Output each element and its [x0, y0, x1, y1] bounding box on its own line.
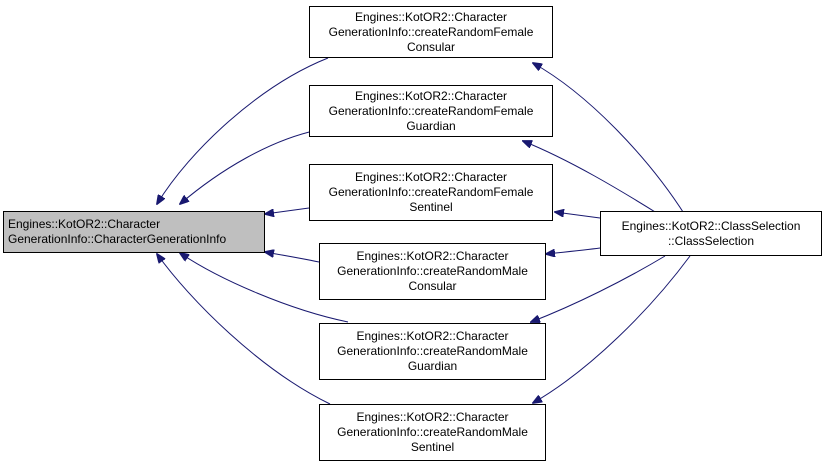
node-create-random-female-guardian[interactable]: Engines::KotOR2::Character GenerationInf… — [309, 85, 553, 137]
node-label-line: Engines::KotOR2::Character — [354, 88, 508, 103]
node-label-line: Guardian — [406, 118, 456, 133]
node-label-line: Engines::KotOR2::Character — [354, 170, 508, 184]
edge-female-sentinel-to-root — [265, 207, 310, 214]
node-label-line: GenerationInfo::createRandomMale — [337, 425, 528, 439]
node-label-line: Guardian — [407, 359, 458, 373]
node-label-line: GenerationInfo::createRandomMale — [337, 344, 528, 358]
edge-class-selection-to-female-guardian — [523, 141, 661, 216]
node-create-random-female-consular[interactable]: Engines::KotOR2::Character GenerationInf… — [309, 6, 553, 58]
edge-class-selection-to-female-consular — [533, 63, 686, 216]
edge-class-selection-to-female-sentinel — [555, 212, 601, 219]
node-label-line: Consular — [406, 39, 456, 54]
edge-class-selection-to-male-consular — [546, 247, 601, 254]
node-label-line: Engines::KotOR2::Character — [356, 410, 509, 424]
node-create-random-female-sentinel[interactable]: Engines::KotOR2::Character GenerationInf… — [309, 164, 553, 221]
node-class-selection-constructor[interactable]: Engines::KotOR2::ClassSelection ::ClassS… — [600, 211, 822, 256]
node-label-line: ::ClassSelection — [667, 233, 755, 248]
node-label-line: Engines::KotOR2::Character — [354, 9, 508, 24]
node-label-line: GenerationInfo::createRandomFemale — [328, 24, 534, 39]
node-label-line: GenerationInfo::createRandomFemale — [328, 103, 534, 118]
node-label-line: GenerationInfo::createRandomMale — [337, 264, 528, 278]
edge-class-selection-to-male-sentinel — [533, 255, 691, 403]
node-character-generation-info-constructor[interactable]: Engines::KotOR2::Character GenerationInf… — [3, 211, 265, 253]
node-create-random-male-consular[interactable]: Engines::KotOR2::Character GenerationInf… — [319, 243, 546, 300]
node-label-line: Sentinel — [409, 200, 453, 214]
node-create-random-male-guardian[interactable]: Engines::KotOR2::Character GenerationInf… — [319, 323, 546, 380]
edge-male-guardian-to-root — [180, 253, 349, 323]
edge-female-guardian-to-root — [180, 129, 319, 204]
node-label-line: GenerationInfo::createRandomFemale — [328, 185, 534, 199]
edge-class-selection-to-male-guardian — [531, 255, 666, 322]
node-create-random-male-sentinel[interactable]: Engines::KotOR2::Character GenerationInf… — [319, 404, 546, 461]
node-label-line: Consular — [408, 279, 457, 293]
edge-female-consular-to-root — [157, 57, 329, 204]
node-label-line: Engines::KotOR2::Character — [356, 249, 509, 263]
edge-male-sentinel-to-root — [157, 254, 331, 405]
node-label-line: Engines::KotOR2::Character — [356, 329, 509, 343]
node-label-line: GenerationInfo::CharacterGenerationInfo — [8, 232, 227, 246]
edge-male-consular-to-root — [265, 252, 320, 263]
node-label-line: Engines::KotOR2::ClassSelection — [621, 218, 801, 233]
node-label-line: Sentinel — [410, 440, 455, 454]
node-label-line: Engines::KotOR2::Character — [8, 217, 161, 231]
